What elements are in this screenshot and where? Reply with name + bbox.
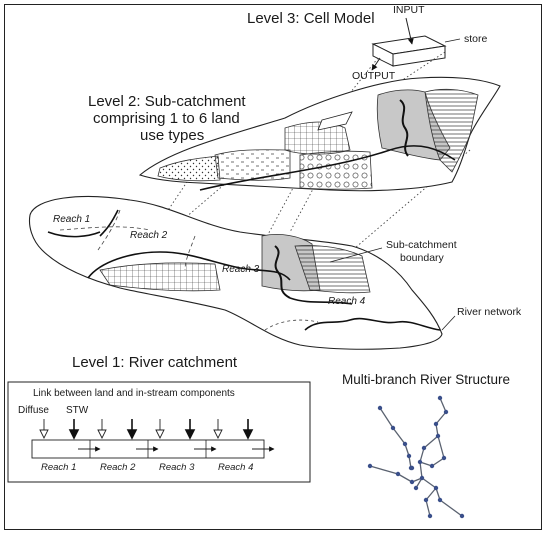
reach-label: Reach 2 [130, 230, 168, 241]
river-node [443, 409, 449, 415]
link-panel-title: Link between land and in-stream componen… [33, 388, 235, 399]
stw-arrow-head [184, 429, 196, 440]
river-node [409, 465, 415, 471]
river-network-label: River network [457, 306, 522, 318]
river-node [421, 445, 427, 451]
river-branch-line [392, 427, 406, 445]
reach-label: Reach 3 [222, 264, 260, 275]
river-node [427, 513, 433, 519]
river-node [413, 485, 419, 491]
river-branch-line [419, 447, 425, 463]
river-branch-line [439, 499, 463, 517]
river-node [402, 441, 408, 447]
link-reach-label: Reach 2 [100, 462, 136, 473]
river-node [437, 497, 443, 503]
river-node [459, 513, 465, 519]
input-label: INPUT [393, 4, 425, 16]
river-branch-line [423, 435, 439, 449]
river-branch-line [369, 465, 399, 475]
river-node [417, 459, 423, 465]
subcatchment-shape [138, 76, 501, 192]
reach-label: Reach 1 [53, 214, 91, 225]
river-branch-line [431, 457, 445, 467]
river-node [429, 463, 435, 469]
store-label: store [464, 33, 488, 45]
reach-label: Reach 4 [328, 296, 366, 307]
river-node [433, 485, 439, 491]
river-branch-line [437, 435, 445, 459]
river-node [409, 479, 415, 485]
river-node [435, 433, 441, 439]
level2-title-line3: use types [140, 127, 205, 144]
river-catchment-shape [28, 195, 456, 350]
river-node [377, 405, 383, 411]
river-node [406, 453, 412, 459]
stw-label: STW [66, 405, 89, 416]
subcatchment-boundary-label-line2: boundary [400, 252, 444, 264]
link-reach-label: Reach 4 [218, 462, 254, 473]
river-node [390, 425, 396, 431]
level2-title-line2: comprising 1 to 6 land [93, 110, 240, 127]
multi-branch-river-structure [367, 395, 465, 519]
river-node [395, 471, 401, 477]
river-node [423, 497, 429, 503]
cell-model-box [371, 17, 461, 71]
river-branch-line [425, 499, 431, 517]
river-node [419, 475, 425, 481]
river-node [441, 455, 447, 461]
diffuse-arrow-head [155, 429, 165, 440]
output-label: OUTPUT [352, 70, 396, 82]
diffuse-arrow-head [213, 429, 223, 440]
stw-arrow-head [126, 429, 138, 440]
river-structure-title: Multi-branch River Structure [342, 372, 511, 387]
level1-title: Level 1: River catchment [72, 354, 238, 371]
stw-arrow-head [242, 429, 254, 440]
river-branch-line [419, 461, 423, 479]
link-panel [7, 381, 311, 483]
river-branch-line [439, 397, 447, 413]
diffuse-arrow-head [97, 429, 107, 440]
river-node [367, 463, 373, 469]
link-reach-label: Reach 3 [159, 462, 195, 473]
river-node [433, 421, 439, 427]
river-branch-line [379, 407, 394, 429]
level2-title-line1: Level 2: Sub-catchment [88, 93, 246, 110]
stw-arrow-head [68, 429, 80, 440]
link-reach-label: Reach 1 [41, 462, 77, 473]
river-branch-line [397, 473, 413, 483]
diffuse-label: Diffuse [18, 405, 49, 416]
level3-title: Level 3: Cell Model [247, 10, 375, 27]
river-branch-line [425, 487, 437, 501]
river-branch-line [421, 477, 437, 489]
diffuse-arrow-head [39, 429, 49, 440]
river-branch-line [435, 411, 447, 425]
subcatchment-boundary-label-line1: Sub-catchment [386, 239, 457, 251]
river-node [437, 395, 443, 401]
